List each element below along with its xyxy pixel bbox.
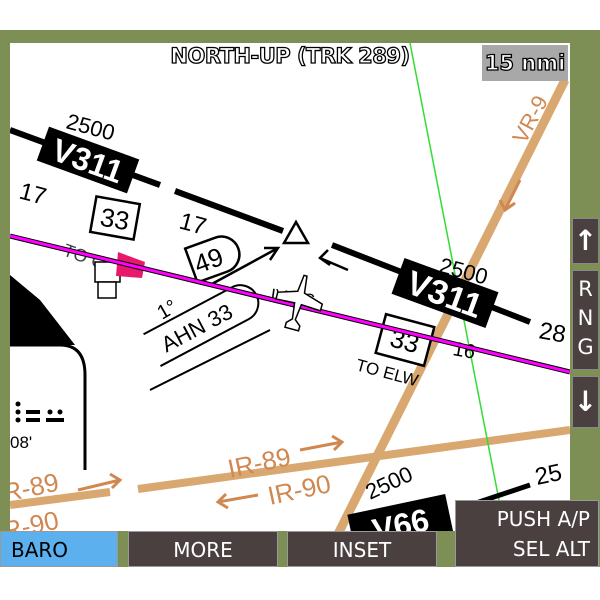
vor-triangle-icon [281,219,311,245]
ownship-aircraft-icon [275,274,324,332]
radial-label: 25 [533,459,565,491]
airway-v66: V66 [347,493,454,531]
radial-arrow [209,246,281,287]
radial-line [149,329,271,391]
inset-softkey[interactable]: INSET [287,531,437,567]
rng-letter: G [577,335,594,359]
airport-building [97,281,117,299]
map-orientation-title: NORTH-UP (TRK 289) [170,43,411,68]
baro-softkey[interactable]: BARO [0,531,118,567]
airway-line [173,188,285,234]
push-ap-sel-alt-softkey[interactable]: PUSH A/P SEL ALT [455,500,599,567]
course-line [10,234,570,374]
vr-direction-arrow [498,179,522,213]
range-up-button[interactable]: ↑ [572,218,599,264]
range-down-button[interactable]: ↓ [572,376,599,428]
rng-letter: R [578,277,593,301]
morse-identifier [15,401,64,423]
radial-label: 28 [537,317,568,348]
arrow-down-icon: ↓ [573,385,598,418]
box-49: 49 [183,235,241,285]
ir-route-line [10,488,111,509]
softkey-line: SEL ALT [512,537,590,561]
rng-letter: N [577,306,594,330]
svg-text:33: 33 [98,202,132,237]
range-label-button[interactable]: R N G [572,270,599,370]
radial-arrow [318,249,349,272]
airport-building [94,261,121,283]
arrow-up-icon: ↑ [573,224,598,257]
elevation-label: 08' [10,433,32,452]
more-softkey[interactable]: MORE [128,531,278,567]
softkey-line: PUSH A/P [496,507,590,531]
box-33-left: 33 [88,195,142,241]
map-range-indicator: 15 nmi [482,45,568,81]
area-pointer [10,275,75,345]
ir-direction-arrow [215,492,259,510]
ir-direction-arrow [77,472,123,492]
ir-route-line [137,426,570,493]
area-boundary [10,343,87,470]
area-boundary [10,279,71,346]
ir-direction-arrow [299,434,345,452]
